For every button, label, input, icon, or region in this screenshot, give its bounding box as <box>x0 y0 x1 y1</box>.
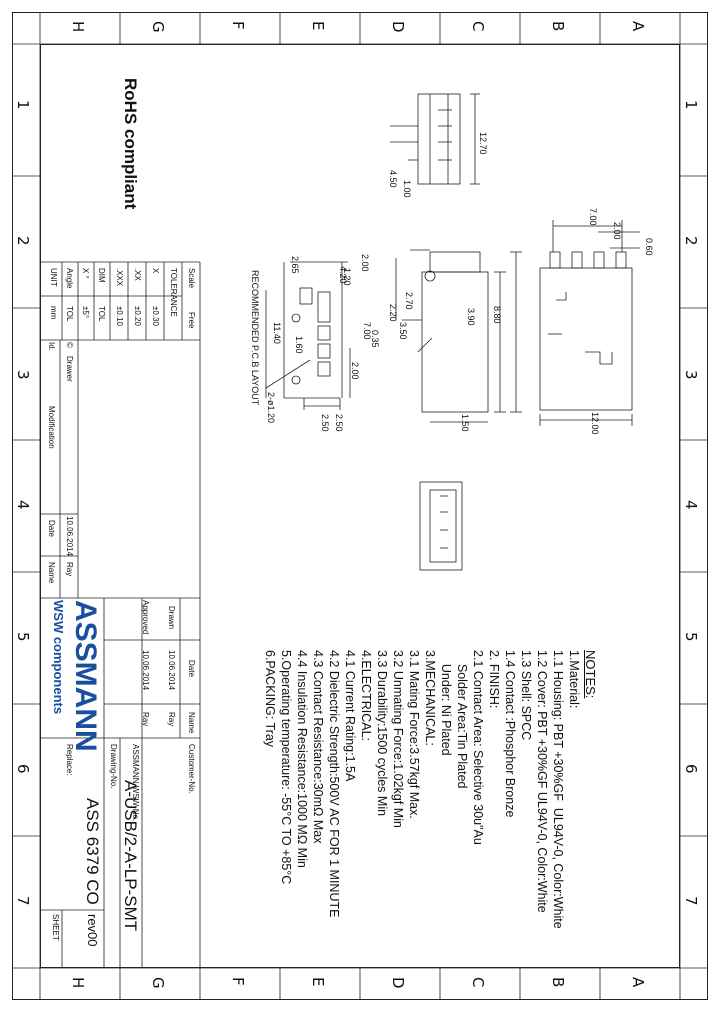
note-line: 3.1 Mating Force:3.57kgf Max. <box>407 650 421 819</box>
note-line: 3.2 Unmating Force:1.02kgf Min <box>391 650 405 828</box>
dimension-front-view: 3.50 <box>398 322 408 340</box>
replace-label: Replace: <box>65 744 74 776</box>
dimension-pcb: 11.40 <box>272 322 282 344</box>
inner-border <box>40 44 680 968</box>
revision-number: rev00 <box>85 914 100 947</box>
tolerance-key: DIM <box>97 268 106 283</box>
dimension-pcb: 7.00 <box>362 322 372 340</box>
dimension-side-view: 12.00 <box>590 412 600 435</box>
tolerance-key: Angle <box>65 268 74 289</box>
note-line: 6.PACKING: Tray <box>263 650 277 748</box>
drawing-number: ASS 6379 CO <box>83 798 102 905</box>
dimension-pcb: 2.65 <box>290 256 300 274</box>
dimension-side-view: 2.00 <box>612 222 622 240</box>
part-number: A-USB/2-A-LP-SMT <box>121 780 140 932</box>
tolerance-key: .XXX <box>115 268 124 287</box>
dimension-front-view: 3.90 <box>466 308 476 326</box>
note-line: 4.3 Contact Resistance:30mΩ Max <box>311 650 325 844</box>
dimension-front-view: 8.80 <box>492 306 502 324</box>
note-line: 4.ELECTRICAL: <box>359 650 373 742</box>
dimension-top-view: 4.50 <box>388 170 398 188</box>
tolerance-value: TOL <box>65 306 74 322</box>
sheet-label: SHEET <box>51 914 60 941</box>
tolerance-key: X ° <box>81 268 90 279</box>
note-line: 5.Operating temperature: -55°C TO +85°C <box>279 650 293 885</box>
dimension-pcb: 2-ø1.20 <box>266 392 276 424</box>
notes-lines: 1.Material:1.1 Housing: PBT +30%GF UL94V… <box>262 650 582 929</box>
tolerance-value: ±0.30 <box>151 306 160 326</box>
dimension-pcb: 2.50 <box>334 414 344 432</box>
tolerance-value: ±0.20 <box>133 306 142 326</box>
dimension-side-view: 0.60 <box>644 238 654 256</box>
tolerance-value: TOL <box>97 306 106 322</box>
drawing-no-label: Drawing-No. <box>109 744 118 789</box>
note-line: 1.3 Shell: SPCC <box>519 650 533 741</box>
id-label: Id. <box>47 342 56 351</box>
dimension-top-view: 1.00 <box>402 180 412 198</box>
note-line: 1.2 Cover: PBT +30%GF UL94V-0, Color:Whi… <box>535 650 549 913</box>
drawn-name: Ray <box>167 712 176 727</box>
tolerance-label: TOLERANCE <box>169 268 178 317</box>
approved-name: Ray <box>141 712 150 727</box>
dimension-front-view: 2.70 <box>404 292 414 310</box>
tolerance-value: mm <box>49 306 58 320</box>
tolerance-key: .XX <box>133 268 142 281</box>
scale-label: Scale <box>187 268 196 289</box>
approved-date: 10.06.2014 <box>141 650 150 691</box>
modification-label: Modification <box>47 406 56 449</box>
note-line: 1.1 Housing: PBT +30%GF UL94V-0, Color:W… <box>551 650 565 929</box>
approval-date-label: Date <box>187 660 196 677</box>
tolerance-value: ±0.10 <box>115 306 124 326</box>
drawn-label: Drawn <box>167 606 176 630</box>
scale-value: Free <box>187 312 196 329</box>
note-line: 3.3 Durability:1500 cycles Min <box>375 650 389 817</box>
customer-no-label: Customer-No. <box>187 744 196 794</box>
date-label: Date <box>47 520 56 537</box>
name-label: Name <box>47 562 56 584</box>
dimension-side-view: 7.00 <box>588 208 598 226</box>
note-line: 1.Material: <box>567 650 581 709</box>
note-line: 1.4 Contact :Phosphor Bronze <box>503 650 517 818</box>
dimension-pcb: 1.60 <box>294 336 304 354</box>
wsw-components-logo: WSW components <box>51 600 66 715</box>
note-line: Under: Ni Plated <box>439 650 453 756</box>
note-line: 4.4 Insulation Resistance:1000 MΩ Min <box>295 650 309 868</box>
tolerance-value: ±5° <box>81 306 90 319</box>
rohs-compliant-label: RoHS compliant <box>121 78 140 210</box>
notes-title: NOTES: <box>583 650 598 699</box>
dimension-front-view: 1.50 <box>460 414 470 432</box>
revision-name: Ray <box>65 562 74 577</box>
note-line: 3.MECHANICAL: <box>423 650 437 746</box>
drawer-icon: © <box>65 342 74 348</box>
note-line: 2. FINISH: <box>487 650 501 709</box>
pcb-layout-label: RECOMMENDED P.C.B LAYOUT <box>250 270 260 406</box>
note-line: 2.1 Contact Area: Selective 30u"Au <box>471 650 485 845</box>
dimension-pcb: 2.00 <box>360 254 370 272</box>
drawer-label: Drawer <box>65 356 74 382</box>
drawn-date: 10.06.2014 <box>167 650 176 691</box>
note-line: Solder Area:Tin Plated <box>455 650 469 789</box>
tolerance-key: X <box>151 268 160 274</box>
dimension-front-view: 2.20 <box>388 304 398 322</box>
dimension-pcb: 2.50 <box>320 414 330 432</box>
dimension-top-view: 12.70 <box>478 132 488 155</box>
assmann-logo: ASSMANN <box>69 600 102 752</box>
dimension-pcb: 2.00 <box>350 362 360 380</box>
note-line: 4.2 Dielectric Strength:500V AC FOR 1 MI… <box>327 650 341 918</box>
note-line: 4.1 Current Rating:1.5A <box>343 650 357 782</box>
tolerance-key: UNIT <box>49 268 58 287</box>
approval-name-label: Name <box>187 712 196 734</box>
notes-block: NOTES: 1.Material:1.1 Housing: PBT +30%G… <box>262 650 598 929</box>
dimension-pcb: 1.20 <box>342 268 352 286</box>
revision-date: 10.06.2014 <box>65 516 74 557</box>
approved-label: Approved <box>141 600 150 635</box>
